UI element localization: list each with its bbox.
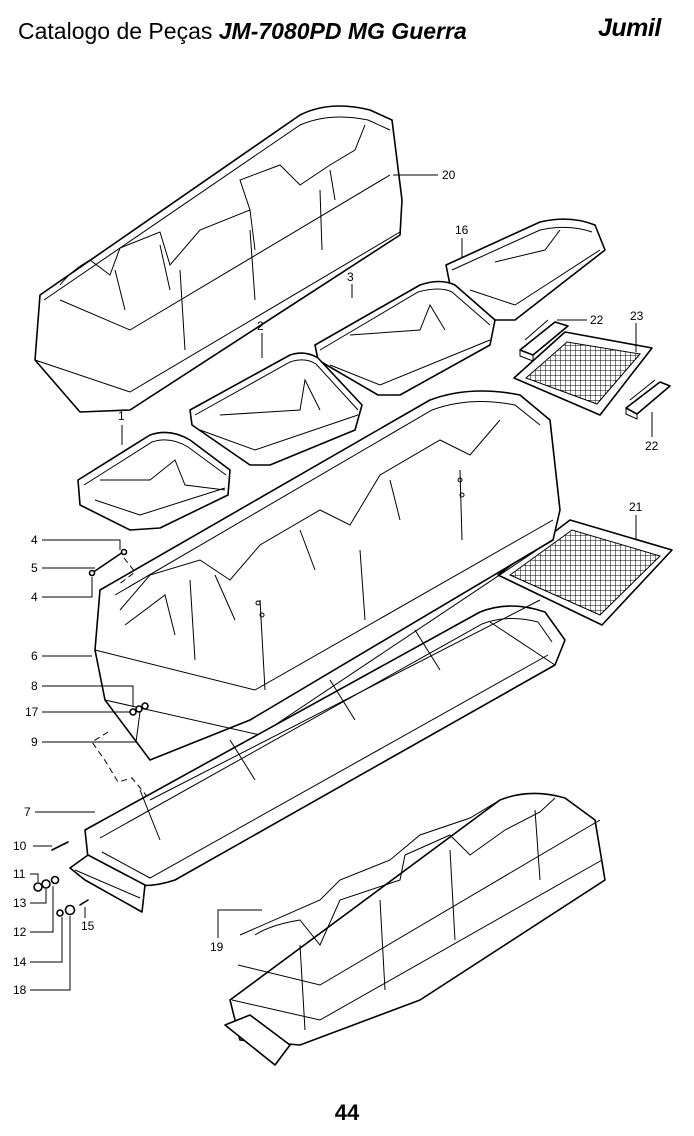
- callout-1: 1: [118, 409, 125, 423]
- callout-10: 10: [13, 839, 27, 853]
- page-header: Catalogo de Peças JM-7080PD MG Guerra: [18, 18, 467, 45]
- part-1-lid: [77, 431, 231, 531]
- callout-12: 12: [13, 925, 27, 939]
- leader-lines: [30, 174, 653, 991]
- part-8-17-9-fasteners: [129, 702, 149, 716]
- callout-8: 8: [31, 679, 38, 693]
- callout-23: 23: [630, 309, 644, 323]
- callout-4-upper: 4: [31, 533, 38, 547]
- part-2-lid: [189, 352, 363, 466]
- part-22-bracket-upper: [519, 319, 569, 362]
- callout-13: 13: [13, 896, 27, 910]
- part-19-cover: [224, 792, 606, 1066]
- callout-2: 2: [257, 319, 264, 333]
- callout-21: 21: [629, 500, 643, 514]
- callout-22-upper: 22: [590, 313, 604, 327]
- callout-11: 11: [13, 867, 26, 881]
- callout-3: 3: [347, 270, 354, 284]
- part-23-screen: [513, 331, 653, 416]
- callout-17: 17: [25, 705, 39, 719]
- callout-18: 18: [13, 983, 27, 997]
- part-5-rod: [88, 548, 128, 577]
- assembly-dashed-line-2: [91, 731, 151, 801]
- callout-4-lower: 4: [31, 590, 38, 604]
- callout-14: 14: [13, 955, 27, 969]
- callout-16: 16: [455, 223, 469, 237]
- part-20-cover: [34, 105, 403, 413]
- callout-7: 7: [24, 805, 31, 819]
- part-6-hopper: [94, 390, 561, 761]
- brand-logo: Jumil: [598, 14, 661, 42]
- catalog-title: Catalogo de Peças: [18, 18, 213, 44]
- callout-6: 6: [31, 649, 38, 663]
- model-name: JM-7080PD MG Guerra: [218, 18, 467, 44]
- callout-5: 5: [31, 561, 38, 575]
- part-3-lid: [314, 280, 496, 396]
- callout-9: 9: [31, 735, 38, 749]
- callout-22-lower: 22: [645, 439, 659, 453]
- callout-labels: 20 16 3 2 1 22 23 22 21 4 5 4 6 8 17 9 7…: [13, 168, 659, 997]
- callout-15: 15: [81, 919, 95, 933]
- part-10-15-hardware: [33, 841, 146, 917]
- part-22-bracket-lower: [625, 379, 671, 420]
- assembly-dashed-line-1: [117, 557, 136, 586]
- page-number: 44: [334, 1100, 360, 1125]
- part-16-lid: [445, 218, 606, 321]
- callout-20: 20: [442, 168, 456, 182]
- callout-19: 19: [210, 940, 224, 954]
